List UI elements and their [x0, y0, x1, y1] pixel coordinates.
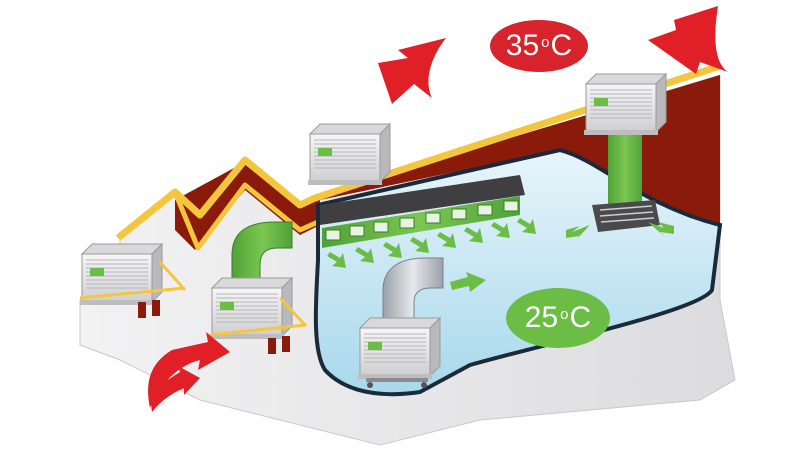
ceiling-duct: [320, 175, 525, 225]
outside-temperature-unit: C: [550, 29, 573, 62]
inside-temperature-unit: C: [569, 301, 592, 334]
roof-cooler-top-right: [583, 73, 667, 136]
silver-elbow-duct: [382, 257, 444, 323]
roof-underside: [175, 75, 720, 250]
vertical-duct: [608, 128, 642, 206]
roof-cooler-center: [307, 123, 391, 186]
inside-temperature-value: 25: [524, 301, 559, 334]
floor-air-cooler: [357, 317, 441, 388]
outside-temperature-value: 35: [505, 29, 540, 62]
outside-temperature-degree: o: [541, 33, 550, 51]
inside-temperature-degree: o: [560, 305, 569, 323]
cool-air-arrows: [327, 218, 536, 268]
hot-air-arrows: [148, 6, 728, 412]
